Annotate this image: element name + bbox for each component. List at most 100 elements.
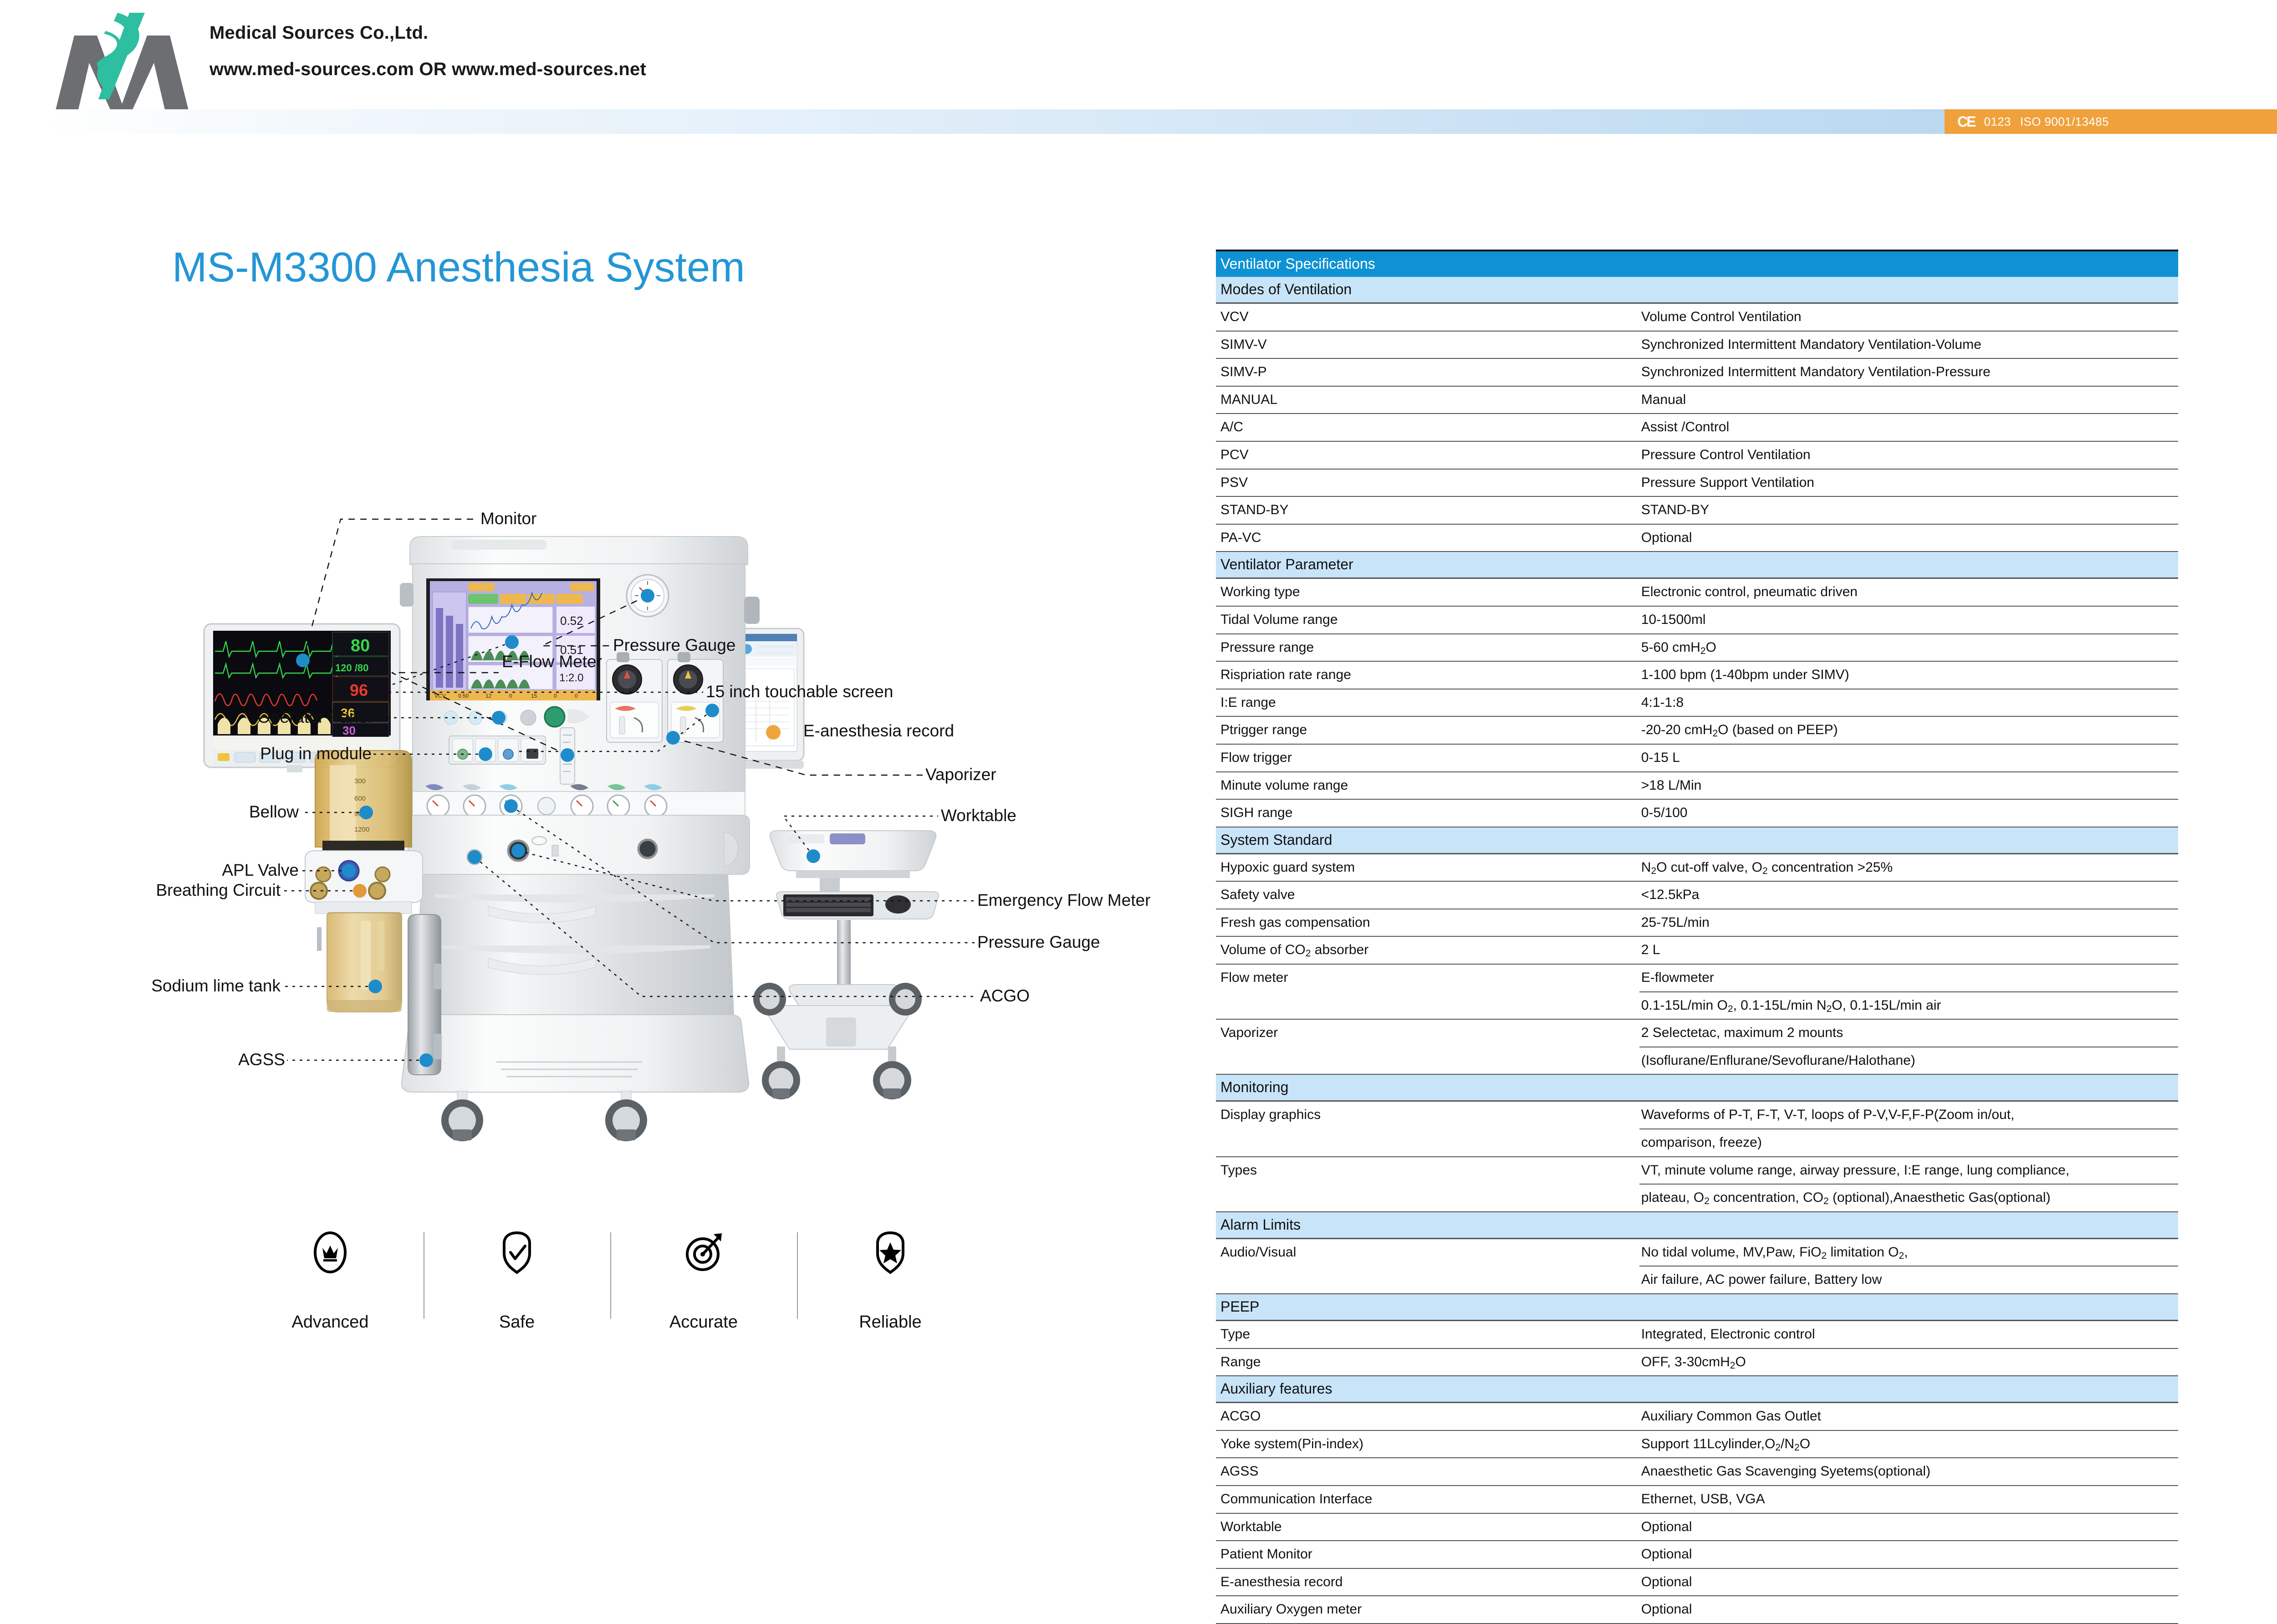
trolley-casters [753,983,922,1099]
table-row-values: Optional [1639,1514,2178,1541]
callout-monitor: Monitor [480,509,537,528]
callout-breathing-circuit: Breathing Circuit [156,881,281,899]
ce-number: 0123 [1984,114,2011,128]
table-section-header: Auxiliary features [1216,1376,2178,1404]
table-row-key: SIMV-V [1220,337,1267,352]
callout-pressure-gauge-top: Pressure Gauge [613,636,736,654]
table-row: ACGO Auxiliary Common Gas Outlet [1216,1403,2178,1431]
feature-accurate: Accurate [610,1230,797,1334]
table-row-key: ACGO [1220,1409,1261,1424]
table-row-values: Auxiliary Common Gas Outlet [1639,1403,2178,1430]
table-row-value: Optional [1641,1574,1692,1589]
product-illustration: 80 120 /80 96 36 30 [203,518,977,1141]
svg-text:0.52: 0.52 [560,614,583,628]
table-row-key: PSV [1220,475,1248,490]
callout-pressure-gauge-right: Pressure Gauge [977,933,1100,951]
table-row-values: Optional [1639,1596,2178,1623]
callout-touchable-screen: 15 inch touchable screen [706,682,893,701]
table-row-key: E-anesthesia record [1220,1574,1343,1589]
table-row-value: plateau, O2 concentration, CO2 (optional… [1639,1184,2178,1211]
svg-text:12: 12 [485,693,492,699]
table-row-key: Flow trigger [1220,750,1292,765]
table-row-key: STAND-BY [1220,502,1289,518]
table-row-value: Pressure Support Ventilation [1641,475,1814,490]
table-row-key: Flow meter [1220,970,1288,986]
feature-label: Safe [499,1312,535,1332]
feature-safe: Safe [424,1230,610,1334]
table-row-values: Assist /Control [1639,414,2178,441]
table-row-value: comparison, freeze) [1639,1129,2178,1156]
table-row-values: 0-15 L [1639,745,2178,771]
table-row-key: Fresh gas compensation [1220,914,1370,930]
table-row-values: 25-75L/min [1639,909,2178,936]
callout-e-anesthesia-record: E-anesthesia record [803,721,955,740]
callout-leader-lines [282,518,977,1061]
table-row-values: No tidal volume, MV,Paw, FiO2 limitation… [1639,1239,2178,1293]
table-section-header: Ventilator Parameter [1216,552,2178,579]
table-row-value: (Isoflurane/Enflurane/Sevoflurane/Haloth… [1639,1046,2178,1074]
table-row-value: -20-20 cmH2O (based on PEEP) [1641,722,1838,739]
table-row: SIMV-V Synchronized Intermittent Mandator… [1216,332,2178,359]
callout-emergency-flow-meter: Emergency Flow Meter [977,891,1151,909]
table-row-value: 0-15 L [1641,750,1680,765]
table-main-title: Ventilator Specifications [1216,251,2178,277]
callout-bellow: Bellow [249,802,299,821]
table-section-header: PEEP [1216,1294,2178,1321]
table-row: Minute volume range>18 L/Min [1216,772,2178,800]
svg-text:0: 0 [554,693,557,699]
table-row-values: Waveforms of P-T, F-T, V-T, loops of P-V… [1639,1102,2178,1156]
table-row-values: <12.5kPa [1639,882,2178,909]
callout-agss: AGSS [238,1050,285,1069]
target-arrow-icon [686,1233,722,1271]
page-title: MS-M3300 Anesthesia System [172,244,745,291]
svg-text:80: 80 [351,636,370,655]
svg-text:96: 96 [350,681,368,700]
callout-apl-valve: APL Valve [222,861,299,879]
table-row-value: Anaesthetic Gas Scavenging Syetems(optio… [1641,1464,1931,1479]
table-row-values: Synchronized Intermittent Mandatory Vent… [1639,332,2178,358]
table-row-value: Optional [1641,530,1692,545]
callout-e-flow-meter: E-Flow Meter [502,652,602,671]
table-row-key: VCV [1220,309,1249,324]
callout-acgo: ACGO [980,986,1030,1005]
callout-plug-in-module: Plug in module [260,744,372,763]
callout-operator-panel: Operator Panel [257,708,372,726]
table-row-values: Optional [1639,525,2178,552]
company-name: Medical Sources Co.,Ltd. [209,23,429,43]
table-row-value: Auxiliary Common Gas Outlet [1641,1409,1821,1424]
table-row-values: >18 L/Min [1639,772,2178,799]
table-row-values: Optional [1639,1569,2178,1596]
table-row-key: Vaporizer [1220,1025,1278,1041]
table-row-values: -20-20 cmH2O (based on PEEP) [1639,717,2178,744]
table-row-value: No tidal volume, MV,Paw, FiO2 limitation… [1641,1244,1908,1261]
table-row-values: Optional [1639,1541,2178,1568]
company-logo [54,13,190,117]
feature-advanced: Advanced [237,1230,424,1334]
table-row-value: 2 Selectetac, maximum 2 mounts [1641,1025,1843,1041]
svg-text:300: 300 [354,777,366,785]
table-row-value: OFF, 3-30cmH2O [1641,1354,1746,1371]
table-section-header: Modes of Ventilation [1216,277,2178,304]
table-row-key: PA-VC [1220,530,1261,545]
table-row-value: 0.1-15L/min O2, 0.1-15L/min N2O, 0.1-15L… [1639,991,2178,1019]
svg-text:0: 0 [509,693,512,699]
svg-text:15: 15 [531,693,537,699]
certification-badge: CE 0123 ISO 9001/13485 [1945,109,2277,134]
table-row-value: Pressure Control Ventilation [1641,447,1811,462]
table-row: Flow trigger 0-15 L [1216,745,2178,772]
table-row-values: Integrated, Electronic control [1639,1321,2178,1348]
table-row: Safety valve<12.5kPa [1216,882,2178,909]
